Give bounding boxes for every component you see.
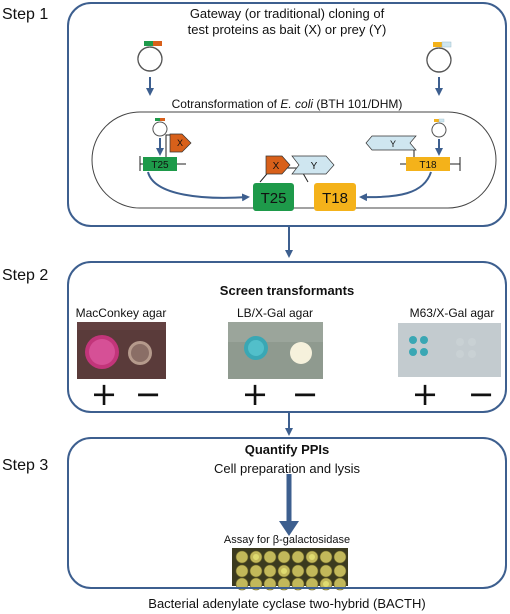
cloning-panel bbox=[67, 2, 507, 227]
complex-t25-box bbox=[253, 183, 294, 211]
m63-xgal-plate-image bbox=[398, 323, 501, 377]
complex-x-label: X bbox=[273, 161, 280, 172]
screen-transformants-title: Screen transformants bbox=[219, 283, 355, 298]
small-bait-plasmid-icon bbox=[152, 118, 168, 137]
complex-t18-box bbox=[314, 183, 356, 211]
lb-xgal-label: LB/X-Gal agar bbox=[236, 306, 314, 320]
assay-label: Assay for β-galactosidase bbox=[223, 534, 351, 546]
screening-panel bbox=[67, 261, 507, 413]
m63-xgal-minus: − bbox=[467, 375, 495, 413]
bait-plasmid-icon bbox=[137, 41, 163, 72]
prey-plasmid-icon bbox=[426, 41, 452, 73]
cloning-text-line2: test proteins as bait (X) or prey (Y) bbox=[187, 22, 387, 37]
macconkey-plate-image bbox=[77, 322, 166, 379]
ecoli-cell-outline bbox=[91, 111, 497, 209]
lb-xgal-plus: + bbox=[241, 375, 269, 413]
t18-gene-box bbox=[406, 157, 450, 171]
macconkey-minus: − bbox=[134, 375, 162, 413]
step-2-label: Step 2 bbox=[2, 267, 49, 284]
m63-xgal-plus: + bbox=[411, 375, 439, 413]
cotransformation-label: Cotransformation of E. coli (BTH 101/DHM… bbox=[171, 97, 403, 111]
complex-x-tag bbox=[265, 155, 291, 175]
reconstituted-complex: X Y T25 T18 bbox=[253, 155, 356, 211]
complex-y-tag bbox=[291, 155, 335, 175]
t25-gene-label: T25 bbox=[151, 160, 169, 171]
macconkey-plus: + bbox=[90, 375, 118, 413]
arrow-t18-to-complex bbox=[359, 171, 432, 202]
complex-t25-label: T25 bbox=[261, 190, 287, 207]
t25-x-construct: T25 X bbox=[139, 133, 192, 171]
x-tag-box bbox=[169, 133, 192, 153]
lb-xgal-plate-image bbox=[228, 322, 323, 379]
m63-xgal-label: M63/X-Gal agar bbox=[409, 306, 495, 320]
lb-xgal-minus: − bbox=[291, 375, 319, 413]
complex-t18-label: T18 bbox=[322, 190, 348, 207]
x-tag-label: X bbox=[177, 138, 183, 148]
step-1-label: Step 1 bbox=[2, 6, 49, 23]
complex-y-label: Y bbox=[311, 161, 318, 172]
figure-caption: Bacterial adenylate cyclase two-hybrid (… bbox=[148, 596, 426, 611]
y-tag-box bbox=[365, 135, 417, 151]
quantify-ppis-title: Quantify PPIs bbox=[244, 442, 330, 457]
macconkey-label: MacConkey agar bbox=[75, 306, 167, 320]
t18-y-construct: T18 Y bbox=[365, 135, 461, 171]
t25-gene-box bbox=[143, 157, 177, 171]
cell-preparation-text: Cell preparation and lysis bbox=[214, 461, 360, 476]
arrow-t25-to-complex bbox=[147, 171, 250, 202]
cloning-text-line1: Gateway (or traditional) cloning of bbox=[189, 6, 385, 21]
step-3-label: Step 3 bbox=[2, 457, 49, 474]
quantification-panel bbox=[67, 437, 507, 589]
y-tag-label: Y bbox=[390, 139, 396, 149]
small-prey-plasmid-icon bbox=[431, 118, 447, 138]
t18-gene-label: T18 bbox=[419, 160, 437, 171]
